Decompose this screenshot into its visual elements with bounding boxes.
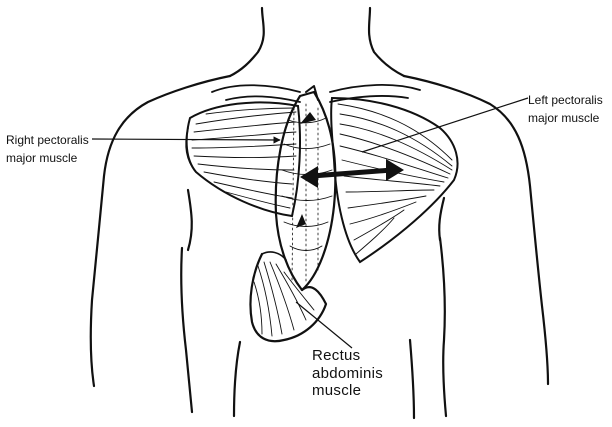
arm-left-inner [181,248,192,412]
left-pectoralis-label-line2: major muscle [528,109,603,127]
right-pec-outline [187,102,300,216]
rectus-label-line3: muscle [312,382,383,400]
rectus-abdominis-flap [250,86,335,341]
left-pectoralis-muscle [331,98,457,262]
left-pec-outline [331,98,457,262]
left-pectoralis-label-line1: Left pectoralis [528,91,603,109]
rectus-label: Rectus abdominis muscle [312,347,383,400]
right-pectoralis-label-line2: major muscle [6,149,89,167]
left-pectoralis-label: Left pectoralis major muscle [528,91,603,127]
right-pectoralis-label-line1: Right pectoralis [6,131,89,149]
clavicle-left [212,85,300,92]
arm-right-inner [440,238,446,416]
shoulder-right [404,76,548,384]
shoulder-left [91,76,230,386]
right-pec-leader-line [92,139,280,140]
torso-left [188,190,192,250]
neck-right [369,8,404,76]
clavicle-right [330,85,420,92]
waist-right [410,340,414,418]
tunnel-arrow [300,159,404,188]
tunnel-arrowhead-left [300,166,318,188]
left-pec-leader-line [362,98,528,152]
right-pectoralis-label: Right pectoralis major muscle [6,131,89,167]
neck-left [230,8,264,76]
waist-left [234,342,240,416]
tunnel-arrowhead-right [386,159,404,181]
right-pectoralis-muscle [186,102,300,216]
torso-right [439,198,444,240]
clavicle-left-under [226,96,300,102]
rectus-label-line2: abdominis [312,365,383,383]
rectus-label-line1: Rectus [312,347,383,365]
